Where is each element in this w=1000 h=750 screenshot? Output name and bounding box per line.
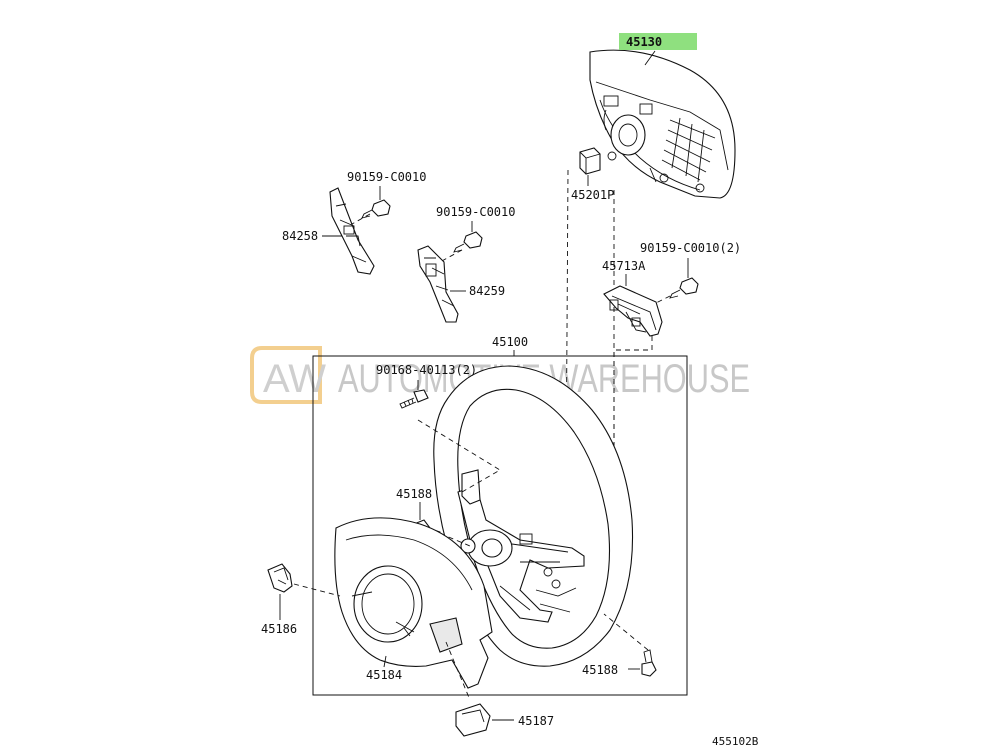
dash-45186-to-cover [293,583,341,597]
callout-45188-b[interactable]: 45188 [582,663,618,677]
switch-45713A[interactable] [603,285,663,337]
dash-45188-b-to-wheel [603,613,649,651]
cover-45184[interactable] [334,517,493,689]
switch-bracket-84258[interactable] [329,187,375,275]
callout-90159-c0010-a[interactable]: 90159-C0010 [347,170,426,184]
callout-90159-c0010-b[interactable]: 90159-C0010 [436,205,515,219]
screw-45188-b[interactable] [641,649,657,677]
assembly-frame-45100 [312,355,688,696]
callout-45184[interactable]: 45184 [366,668,402,682]
cap-45187[interactable] [455,703,491,737]
nut-45201P[interactable] [579,147,601,175]
diagram-code: 455102B [712,735,759,748]
dash-45713A-to-wheel [613,336,653,470]
callout-45100[interactable]: 45100 [492,335,528,349]
screw-90168-40113[interactable] [399,389,429,409]
callout-90159-c0010-c[interactable]: 90159-C0010(2) [640,241,741,255]
callout-45187[interactable]: 45187 [518,714,554,728]
dash-45187-to-cover [445,641,471,701]
clip-45186[interactable] [267,563,293,593]
bolt-90159-c0010-c[interactable] [669,277,699,299]
bolt-90159-c0010-b[interactable] [453,231,483,253]
callout-90168-40113[interactable]: 90168-40113(2) [376,363,477,377]
callout-45186[interactable]: 45186 [261,622,297,636]
callout-45201P[interactable]: 45201P [571,188,614,202]
leader-45184 [383,655,387,668]
dash-bolt-c [653,295,671,305]
callout-84259[interactable]: 84259 [469,284,505,298]
callout-45188-a[interactable]: 45188 [396,487,432,501]
dash-bolt-b [439,249,463,263]
leader-45130 [644,50,656,66]
dash-bolt-a [351,213,371,225]
callout-84258[interactable]: 84258 [282,229,318,243]
watermark-logo-text: AW [263,357,326,401]
switch-bracket-84259[interactable] [417,245,459,323]
watermark-logo-frame [250,346,322,404]
callout-45130[interactable]: 45130 [626,35,662,49]
callout-45713A[interactable]: 45713A [602,259,646,273]
part-number-highlight [619,33,697,50]
bolt-90159-c0010-a[interactable] [361,199,391,219]
horn-pad-45130[interactable] [589,49,736,199]
dash-45188-to-wheel [431,529,471,547]
